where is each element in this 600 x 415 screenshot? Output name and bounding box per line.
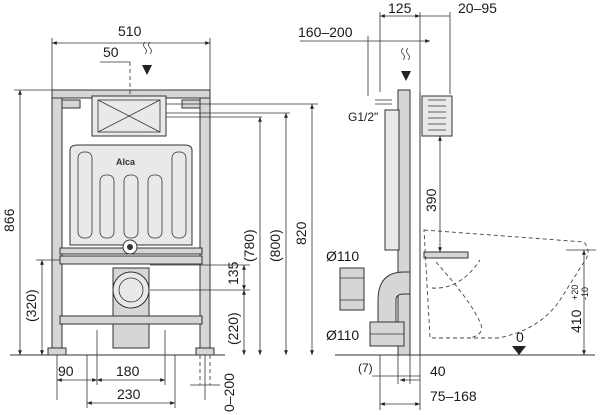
wc-inner-outline	[431, 259, 481, 289]
water-inlet-core	[127, 244, 133, 250]
frame-right-post	[199, 89, 211, 356]
water-flow-icon	[143, 41, 152, 55]
dim-160-200: 160–200	[298, 24, 353, 40]
wc-bracket	[423, 251, 469, 259]
side-frame-post	[397, 89, 411, 356]
frame-mid-bar-2	[59, 255, 203, 265]
elbow-pipe	[377, 271, 411, 323]
zero-mark: 0	[516, 329, 524, 345]
foot-left	[47, 347, 67, 356]
dim-width-510: 510	[118, 23, 142, 39]
dim-125: 125	[388, 0, 412, 16]
brand-logo: Alca	[116, 157, 136, 167]
dim-height-866: 866	[1, 208, 17, 232]
dim-390: 390	[423, 188, 439, 212]
dim-410-tol-plus: +20	[570, 285, 580, 300]
cistern-rib-1	[77, 151, 93, 239]
side-water-inlet-lines	[375, 99, 392, 105]
pipe-upper-110	[339, 267, 365, 311]
dim-230: 230	[117, 386, 141, 402]
pipe-upper-label: Ø110	[326, 248, 359, 264]
side-down-arrow-icon	[401, 71, 411, 81]
dim-height-135: 135	[225, 261, 241, 285]
front-view: Alca 510 50 866 (320)	[1, 23, 318, 412]
dim-height-800: (800)	[267, 229, 283, 262]
zero-level-icon	[512, 346, 526, 355]
side-water-flow-icon	[401, 47, 410, 61]
thread-label: G1/2"	[348, 110, 378, 124]
dim-height-320: (320)	[23, 289, 39, 322]
dim-adjust-0-200: 0–200	[221, 373, 237, 412]
dim-height-780: (780)	[241, 229, 257, 262]
dim-height-220: (220)	[225, 312, 241, 345]
frame-tab-left	[61, 99, 81, 109]
dim-410: 410	[568, 309, 584, 333]
side-cistern	[384, 109, 400, 251]
wc-trap-outline	[435, 261, 483, 339]
side-flush-box	[421, 95, 453, 137]
side-view: G1/2" 125 20–95 160–200 390 Ø110 Ø110	[298, 0, 596, 410]
flush-panel-inner	[97, 99, 161, 133]
dim-180: 180	[116, 363, 140, 379]
dim-410-tol-minus: -10	[580, 287, 590, 300]
wc-bowl-outline	[423, 229, 589, 339]
dim-height-820: 820	[293, 221, 309, 245]
foot-right	[195, 347, 215, 356]
panel-cross-b	[97, 99, 161, 133]
cistern-rib-5	[171, 151, 187, 239]
pipe-lower-label: Ø110	[326, 327, 359, 343]
cistern-rib-2	[99, 174, 115, 239]
cistern-rib-4	[147, 174, 163, 239]
frame-left-post	[51, 89, 63, 356]
dim-20-95: 20–95	[458, 0, 497, 16]
dim-7: (7)	[358, 361, 373, 375]
drain-outlet	[112, 271, 150, 309]
down-arrow-icon	[142, 65, 152, 75]
dim-90: 90	[58, 363, 74, 379]
drain-outlet-inner	[118, 277, 144, 303]
frame-low-bar	[59, 315, 203, 325]
dim-offset-50: 50	[103, 44, 119, 60]
dim-75-168: 75–168	[430, 388, 477, 404]
cistern-rib-3	[123, 174, 139, 239]
cistern-body	[69, 144, 193, 246]
dim-40: 40	[430, 363, 446, 379]
